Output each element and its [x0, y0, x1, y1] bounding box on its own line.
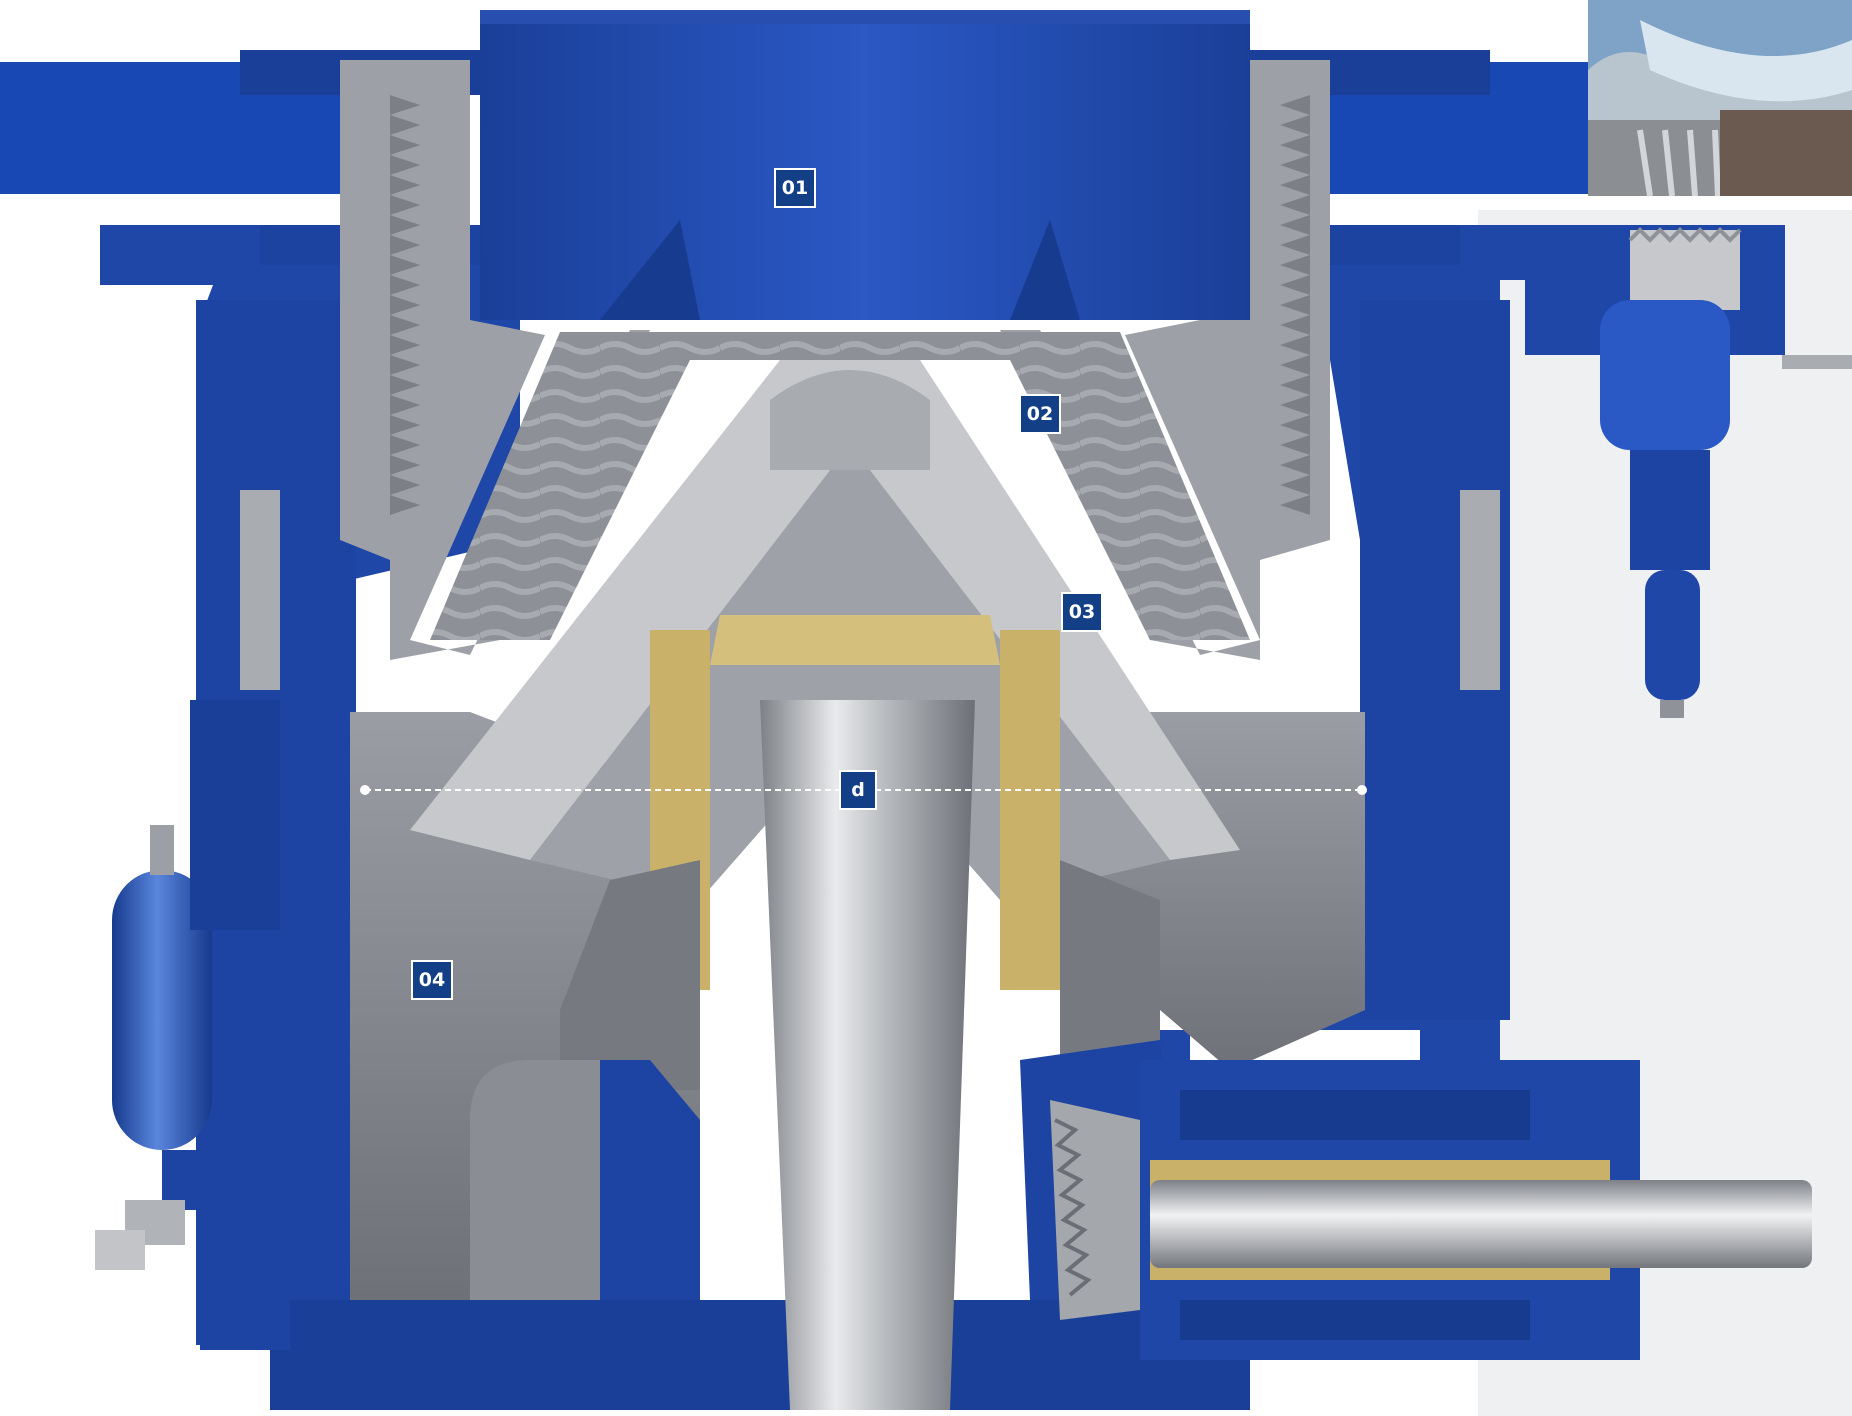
- pinion-gear: [1050, 1100, 1140, 1320]
- frame-duct: [470, 1060, 600, 1300]
- thrust-bearing: [710, 615, 1000, 665]
- pinion-gear-teeth: [1054, 1118, 1092, 1297]
- tramp-release-rod-right: [1460, 490, 1500, 690]
- callout-mantle: 03: [1061, 592, 1103, 632]
- callout-bowl-liner: 02: [1019, 394, 1061, 434]
- main-shaft: [760, 700, 975, 1410]
- countershaft: [1150, 1180, 1812, 1268]
- quarry-photo-thumbnail: [1588, 0, 1852, 197]
- feed-hopper: [480, 10, 1250, 320]
- drive-motor-icon: [1525, 225, 1852, 718]
- tramp-release-rod: [240, 490, 280, 690]
- head-diameter-endpoint-right: [1357, 785, 1367, 795]
- callout-feed-hopper: 01: [774, 168, 816, 208]
- hydraulic-accumulator-icon: [95, 825, 222, 1270]
- callout-main-frame: 04: [411, 960, 453, 1000]
- tramp-release-cylinder: [190, 700, 280, 930]
- callout-head-diameter: d: [839, 770, 877, 810]
- head-diameter-endpoint-left: [360, 785, 370, 795]
- eccentric-bushing-right: [1000, 630, 1060, 990]
